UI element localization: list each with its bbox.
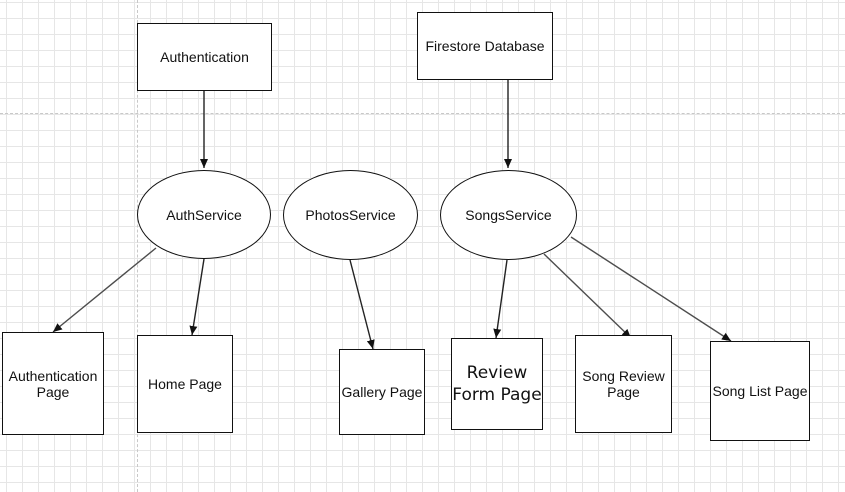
edge-songsservice-to-song-list-page [570,236,732,342]
gallery-page-box[interactable]: Gallery Page [339,349,425,435]
songsservice-node[interactable]: SongsService [440,170,577,260]
gallery-page-label: Gallery Page [341,384,423,400]
photosservice-label: PhotosService [305,207,396,223]
review-form-page-box[interactable]: Review Form Page [451,338,543,430]
song-list-page-label: Song List Page [712,383,808,399]
firestore-database-box[interactable]: Firestore Database [417,12,553,80]
home-page-box[interactable]: Home Page [137,335,233,433]
authentication-page-label: Authentication Page [8,367,98,400]
edge-songsservice-to-song-review-page [543,253,632,339]
song-list-page-box[interactable]: Song List Page [710,341,810,441]
authentication-page-box[interactable]: Authentication Page [2,332,104,435]
authservice-node[interactable]: AuthService [137,170,271,259]
firestore-database-label: Firestore Database [425,38,545,54]
authentication-label: Authentication [160,49,249,65]
photosservice-node[interactable]: PhotosService [283,170,418,260]
guide-line-vertical [137,0,138,492]
edge-photosservice-to-gallery-page [349,259,375,350]
home-page-label: Home Page [148,376,222,392]
song-review-page-box[interactable]: Song Review Page [575,335,672,433]
edge-authservice-to-auth-page [52,247,157,333]
song-review-page-label: Song Review Page [582,368,665,400]
authentication-box[interactable]: Authentication [137,23,272,91]
review-form-page-label: Review Form Page [452,363,542,405]
edge-songsservice-to-review-form-page [493,259,508,339]
songsservice-label: SongsService [465,207,552,223]
guide-line-horizontal [0,113,845,114]
edge-authservice-to-home-page [189,258,205,336]
authservice-label: AuthService [166,206,242,223]
